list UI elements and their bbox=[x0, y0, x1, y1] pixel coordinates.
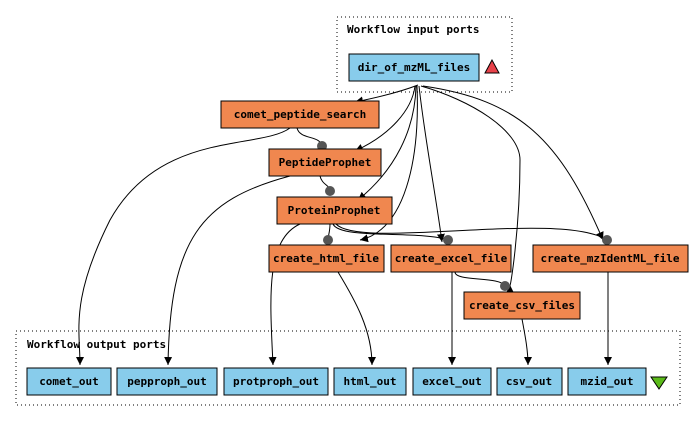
svg-text:html_out: html_out bbox=[344, 375, 397, 388]
svg-text:excel_out: excel_out bbox=[422, 375, 482, 388]
link-dot bbox=[323, 235, 333, 245]
edge-peptideprophet-to-out bbox=[164, 175, 291, 366]
green-down-triangle-icon bbox=[650, 376, 668, 390]
edge-proteinprophet-to-mzid bbox=[335, 223, 608, 241]
svg-text:protproph_out: protproph_out bbox=[233, 375, 319, 388]
processor-proteinprophet[interactable]: ProteinProphet bbox=[276, 196, 393, 225]
svg-text:pepproph_out: pepproph_out bbox=[127, 375, 206, 388]
output-port-excel-out[interactable]: excel_out bbox=[412, 367, 492, 396]
edge-html-to-out bbox=[337, 271, 376, 366]
processor-create-csv-files[interactable]: create_csv_files bbox=[463, 291, 581, 320]
edge-proteinprophet-to-excel bbox=[332, 223, 449, 241]
edge-proteinprophet-to-out bbox=[268, 223, 301, 366]
edge-input-to-mzid bbox=[422, 85, 604, 241]
edge-input-to-proteinprophet bbox=[357, 85, 417, 201]
svg-text:comet_out: comet_out bbox=[39, 375, 99, 388]
red-up-triangle-icon bbox=[484, 58, 500, 74]
processor-comet-peptide-search[interactable]: comet_peptide_search bbox=[220, 100, 380, 129]
input-ports-group bbox=[336, 16, 513, 93]
svg-text:create_html_file: create_html_file bbox=[273, 252, 379, 265]
svg-text:create_mzIdentML_file: create_mzIdentML_file bbox=[540, 252, 679, 265]
input-port-dir-of-mzml-files[interactable]: dir_of_mzML_files bbox=[348, 53, 480, 82]
link-dot bbox=[443, 235, 453, 245]
svg-text:create_csv_files: create_csv_files bbox=[469, 299, 575, 312]
svg-text:mzid_out: mzid_out bbox=[581, 375, 634, 388]
link-dot bbox=[500, 281, 510, 291]
edge-csv-to-out bbox=[521, 318, 532, 366]
svg-text:create_excel_file: create_excel_file bbox=[395, 252, 508, 265]
edge-input-to-peptideprophet bbox=[354, 85, 416, 152]
processor-peptideprophet[interactable]: PeptideProphet bbox=[268, 148, 382, 177]
output-port-comet-out[interactable]: comet_out bbox=[26, 367, 112, 396]
input-ports-title: Workflow input ports bbox=[347, 23, 479, 36]
edge-excel-to-csv bbox=[454, 271, 506, 287]
processor-create-mzidentml-file[interactable]: create_mzIdentML_file bbox=[532, 244, 689, 273]
processor-create-html-file[interactable]: create_html_file bbox=[268, 244, 385, 273]
svg-text:comet_peptide_search: comet_peptide_search bbox=[234, 108, 366, 121]
output-port-protproph-out[interactable]: protproph_out bbox=[223, 367, 329, 396]
link-dot bbox=[602, 235, 612, 245]
svg-text:ProteinProphet: ProteinProphet bbox=[288, 204, 381, 217]
edge-input-to-csv bbox=[420, 85, 521, 294]
svg-text:PeptideProphet: PeptideProphet bbox=[279, 156, 372, 169]
edge-comet-to-out bbox=[75, 127, 291, 366]
output-ports-title: Workflow output ports bbox=[27, 338, 166, 351]
output-port-mzid-out[interactable]: mzid_out bbox=[567, 367, 647, 396]
output-port-csv-out[interactable]: csv_out bbox=[496, 367, 563, 396]
processor-create-excel-file[interactable]: create_excel_file bbox=[390, 244, 512, 273]
output-port-html-out[interactable]: html_out bbox=[333, 367, 407, 396]
svg-text:dir_of_mzML_files: dir_of_mzML_files bbox=[358, 61, 471, 74]
output-port-pepproph-out[interactable]: pepproph_out bbox=[116, 367, 218, 396]
svg-text:csv_out: csv_out bbox=[506, 375, 552, 388]
output-ports-group bbox=[15, 330, 681, 406]
link-dot bbox=[325, 186, 335, 196]
edges bbox=[75, 84, 612, 366]
edge-input-to-excel bbox=[418, 85, 445, 243]
edge-input-to-comet bbox=[354, 84, 419, 105]
